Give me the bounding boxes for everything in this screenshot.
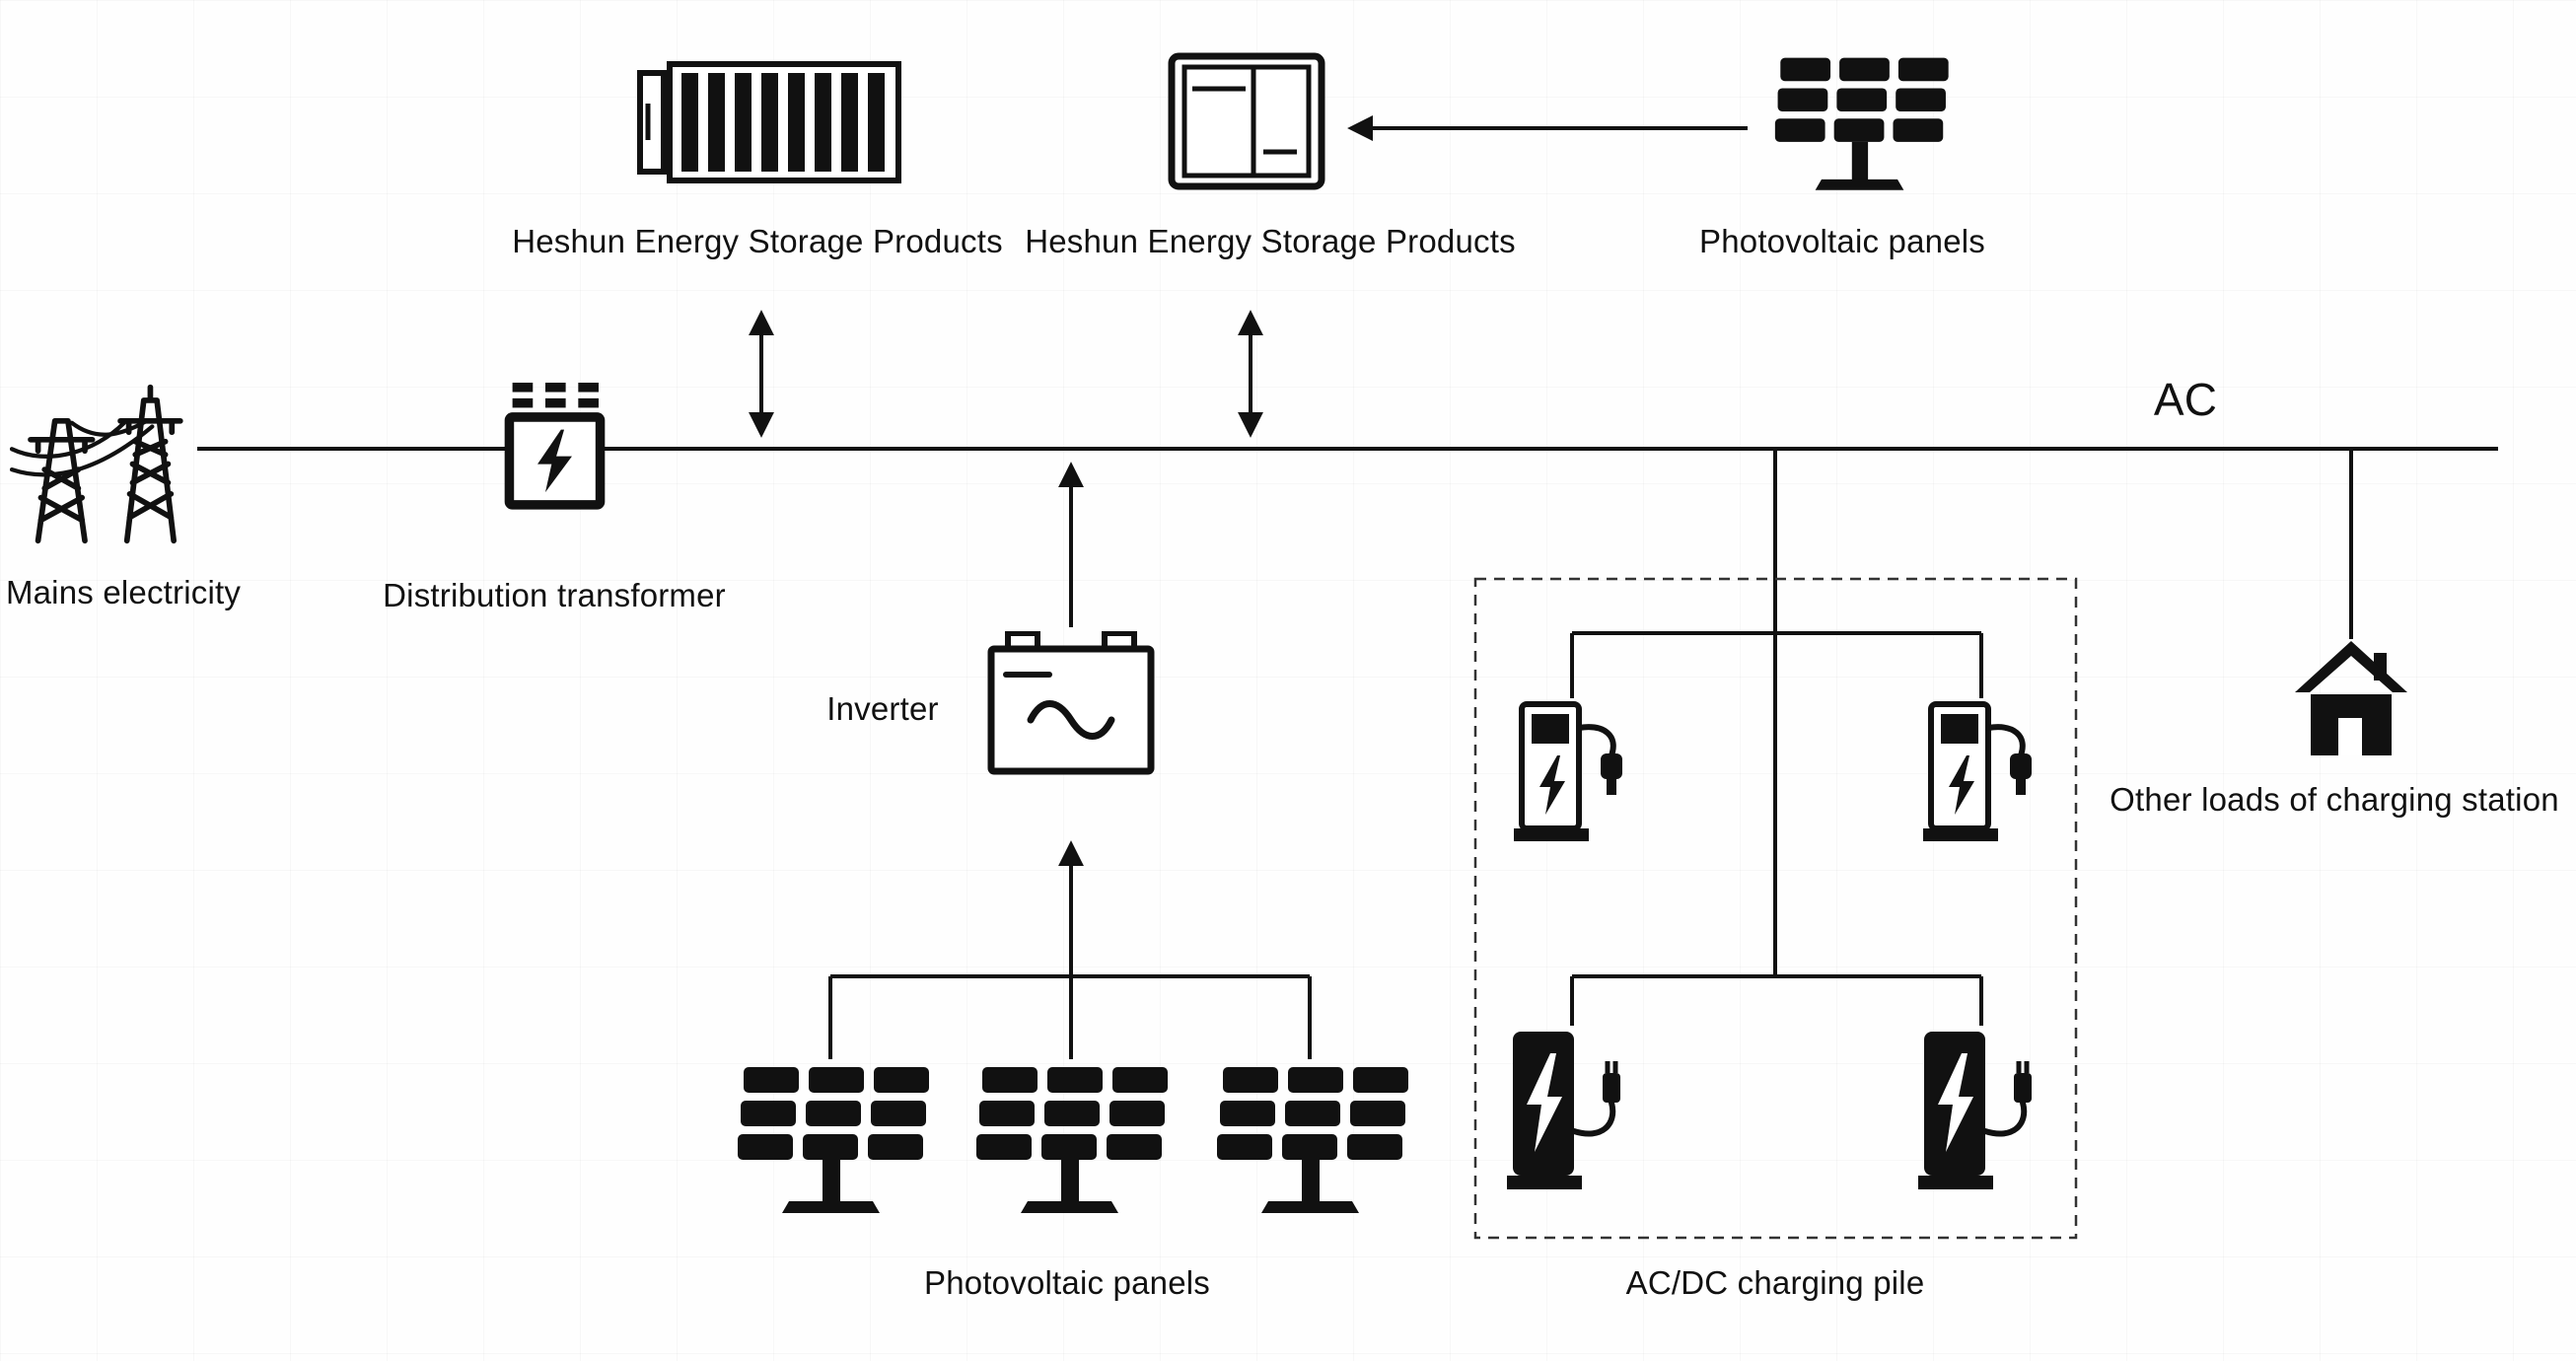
ac-charger-icon xyxy=(1923,698,2039,854)
solar-panel-icon xyxy=(730,1063,932,1221)
pv-bottom-label: Photovoltaic panels xyxy=(924,1264,1210,1301)
inverter-icon xyxy=(986,631,1156,777)
house-icon xyxy=(2293,641,2409,767)
other-loads-label: Other loads of charging station xyxy=(2110,781,2559,818)
transformer-label: Distribution transformer xyxy=(383,577,726,613)
solar-panel-icon xyxy=(968,1063,1171,1221)
dc-charger-icon xyxy=(1507,1028,1633,1200)
storage-container-label: Heshun Energy Storage Products xyxy=(512,223,1003,259)
charging-pile-group-box xyxy=(1473,577,2078,1240)
inverter-label: Inverter xyxy=(826,690,939,727)
transmission-tower-icon xyxy=(10,363,197,545)
ac-bus-label: AC xyxy=(2153,374,2218,425)
dc-charger-icon xyxy=(1918,1028,2044,1200)
transformer-icon xyxy=(498,383,611,516)
storage-cabinet-icon xyxy=(1167,51,1326,191)
solar-panel-icon xyxy=(1753,54,1966,197)
storage-container-icon xyxy=(636,59,904,185)
mains-electricity-label: Mains electricity xyxy=(5,574,242,610)
charging-pile-label: AC/DC charging pile xyxy=(1625,1264,1925,1301)
solar-panel-icon xyxy=(1209,1063,1411,1221)
pv-top-label: Photovoltaic panels xyxy=(1699,223,1985,259)
storage-cabinet-label: Heshun Energy Storage Products xyxy=(1025,223,1516,259)
ac-charger-icon xyxy=(1514,698,1630,854)
